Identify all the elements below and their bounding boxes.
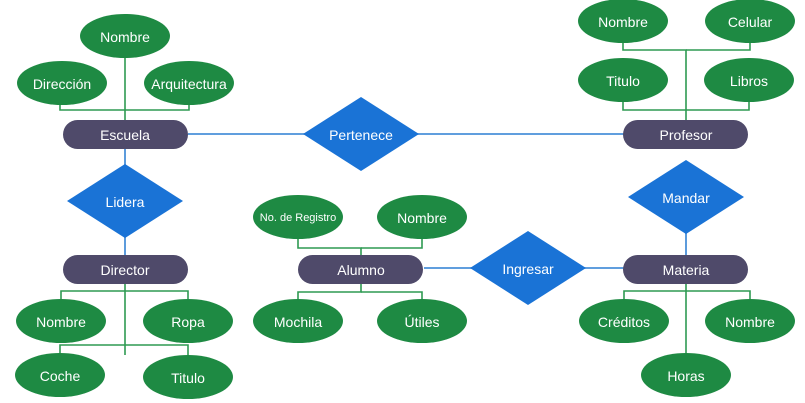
relationship-diamond: [470, 231, 586, 305]
relationship-pertenece: Pertenece: [303, 97, 419, 171]
attribute-label: Titulo: [171, 370, 205, 386]
line-director-nombre: [60, 290, 125, 299]
attribute-label: Arquitectura: [151, 76, 227, 92]
attribute-oval: [143, 299, 233, 343]
attribute-lines: [59, 42, 751, 356]
attribute-label: Nombre: [397, 210, 447, 226]
relationship-diamond: [303, 97, 419, 171]
line-profesor-celular: [686, 42, 751, 51]
attribute-label: Créditos: [598, 314, 650, 330]
entity-label: Escuela: [100, 127, 150, 143]
attribute-profesor-titulo: Titulo: [578, 58, 668, 102]
relationship-ingresar: Ingresar: [470, 231, 586, 305]
entity-label: Materia: [663, 262, 710, 278]
attribute-escuela-direccion: Dirección: [17, 61, 107, 105]
attribute-label: Horas: [667, 368, 704, 384]
attribute-oval: [578, 58, 668, 102]
attribute-label: Ropa: [171, 314, 205, 330]
line-alumno-registro: [297, 238, 362, 255]
entity-box: [298, 255, 423, 284]
relationship-lines: [124, 133, 687, 269]
entity-label: Director: [100, 262, 149, 278]
line-alumno-nombre: [361, 238, 423, 249]
entity-materia: Materia: [623, 255, 748, 284]
attribute-profesor-nombre: Nombre: [578, 0, 668, 43]
entity-label: Profesor: [660, 127, 713, 143]
attribute-label: Libros: [730, 73, 768, 89]
attribute-label: Coche: [40, 368, 81, 384]
attribute-escuela-nombre: Nombre: [80, 14, 170, 58]
attribute-oval: [144, 61, 234, 105]
relationship-lidera: Lidera: [67, 164, 183, 238]
attribute-materia-nombre: Nombre: [705, 299, 795, 343]
attribute-director-coche: Coche: [15, 353, 105, 397]
attribute-oval: [253, 195, 343, 239]
entity-label: Alumno: [337, 262, 385, 278]
attribute-director-titulo: Titulo: [143, 355, 233, 399]
line-director-coche: [59, 344, 125, 353]
attribute-label: Titulo: [606, 73, 640, 89]
entity-box: [63, 120, 188, 149]
line-profesor-nombre: [622, 42, 687, 120]
attribute-oval: [16, 299, 106, 343]
attribute-profesor-celular: Celular: [705, 0, 795, 43]
attribute-label: Celular: [728, 14, 773, 30]
attribute-label: Nombre: [36, 314, 86, 330]
attribute-oval: [579, 299, 669, 343]
line-profesor-titulo: [622, 102, 686, 111]
attribute-alumno-registro: No. de Registro: [253, 195, 343, 239]
attribute-label: Útiles: [404, 314, 439, 330]
attribute-oval: [578, 0, 668, 43]
entity-alumno: Alumno: [298, 255, 423, 284]
entity-profesor: Profesor: [623, 120, 748, 149]
entity-box: [63, 255, 188, 284]
attribute-alumno-mochila: Mochila: [253, 299, 343, 343]
attribute-oval: [705, 299, 795, 343]
entity-box: [623, 120, 748, 149]
line-alumno-mochila: [297, 282, 362, 300]
entity-director: Director: [63, 255, 188, 284]
line-profesor-libros: [686, 102, 750, 111]
relationship-diamond: [628, 160, 744, 234]
attribute-oval: [143, 355, 233, 399]
attribute-oval: [704, 58, 794, 102]
attribute-label: Nombre: [100, 29, 150, 45]
line-director-ropa: [125, 290, 189, 299]
entity-escuela: Escuela: [63, 120, 188, 149]
relationship-label: Ingresar: [502, 261, 554, 277]
line-alumno-utiles: [361, 291, 423, 300]
attribute-oval: [641, 353, 731, 397]
attribute-oval: [80, 14, 170, 58]
attribute-oval: [705, 0, 795, 43]
relationship-diamond: [67, 164, 183, 238]
attribute-label: Nombre: [598, 14, 648, 30]
attribute-alumno-nombre: Nombre: [377, 195, 467, 239]
attribute-label: Mochila: [274, 314, 322, 330]
relationship-label: Pertenece: [329, 127, 393, 143]
attribute-oval: [377, 195, 467, 239]
attribute-oval: [253, 299, 343, 343]
line-materia-creditos: [623, 290, 686, 299]
relationship-label: Mandar: [662, 190, 710, 206]
attribute-oval: [377, 299, 467, 343]
attribute-label: Dirección: [33, 76, 91, 92]
attribute-oval: [17, 61, 107, 105]
attribute-label: No. de Registro: [260, 212, 336, 224]
line-materia-nombre: [686, 290, 751, 299]
attribute-escuela-arquitectura: Arquitectura: [144, 61, 234, 105]
attribute-alumno-utiles: Útiles: [377, 299, 467, 343]
relationship-label: Lidera: [106, 194, 145, 210]
attribute-oval: [15, 353, 105, 397]
attribute-profesor-libros: Libros: [704, 58, 794, 102]
attribute-label: Nombre: [725, 314, 775, 330]
attribute-materia-horas: Horas: [641, 353, 731, 397]
entity-box: [623, 255, 748, 284]
attribute-materia-creditos: Créditos: [579, 299, 669, 343]
relationship-mandar: Mandar: [628, 160, 744, 234]
attribute-director-ropa: Ropa: [143, 299, 233, 343]
attribute-director-nombre: Nombre: [16, 299, 106, 343]
line-director-titulo: [125, 344, 189, 356]
